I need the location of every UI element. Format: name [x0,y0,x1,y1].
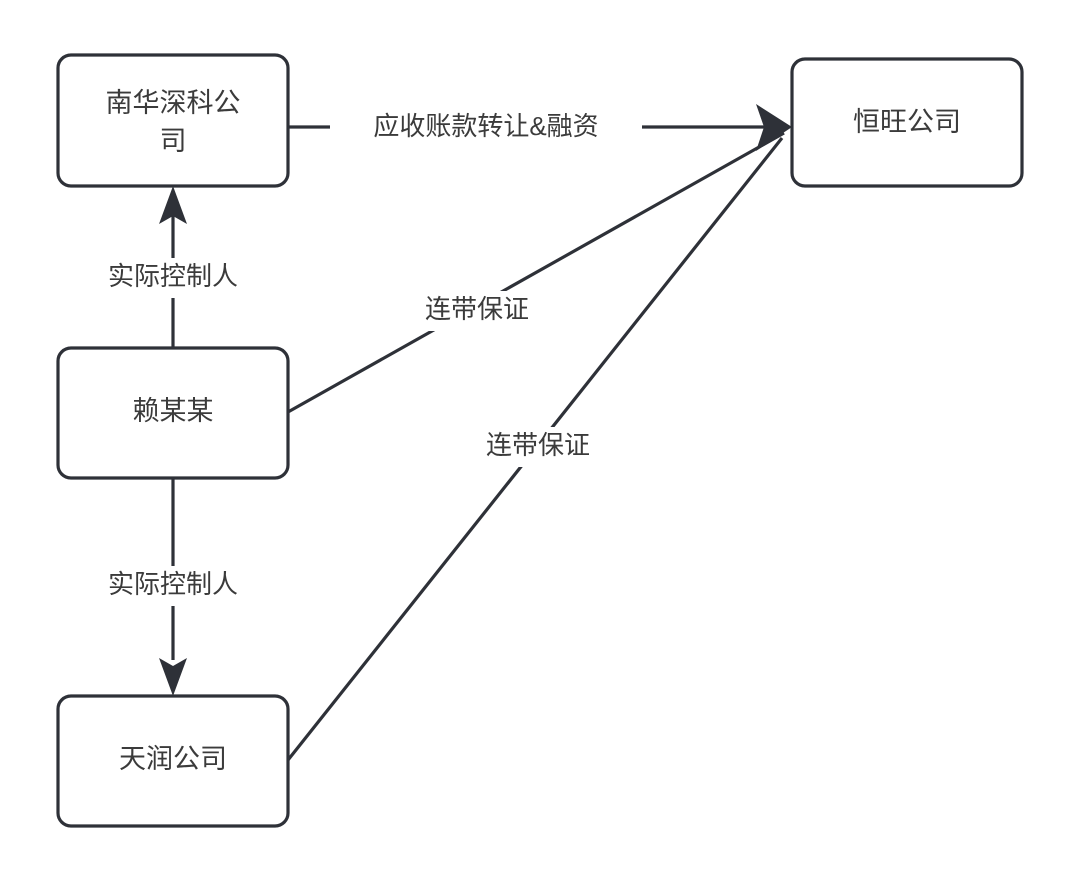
node-tianrun-company[interactable]: 天润公司 [56,694,290,828]
edge-label-text: 连带保证 [425,294,529,324]
node-box[interactable] [56,694,290,828]
edge-label-text: 应收账款转让&融资 [373,111,598,141]
node-lai-moumou-person[interactable]: 赖某某 [56,346,290,480]
node-label: 恒旺公司 [853,107,961,137]
node-label: 天润公司 [119,744,227,774]
edge-label-tianrun-hengwang: 连带保证 [466,427,610,467]
edge-label-nanhua-hengwang: 应收账款转让&融资 [330,108,642,148]
node-hengwang-company[interactable]: 恒旺公司 [790,57,1024,188]
edge-label-lai-tianrun: 实际控制人 [92,566,254,606]
node-box[interactable] [790,57,1024,188]
edge-label-bg [466,427,610,467]
node-nanhua-shenke-company[interactable]: 南华深科公 司 [56,53,290,188]
edge-line-lai-hengwang [287,131,785,414]
edge-lai-to-hengwang [287,131,785,414]
node-label: 赖某某 [133,396,214,426]
edge-label-bg [92,258,254,298]
edge-label-bg [92,566,254,606]
edge-label-text: 实际控制人 [108,261,238,291]
edge-label-bg [405,291,549,331]
edge-label-lai-hengwang: 连带保证 [405,291,549,331]
edge-label-text: 连带保证 [486,430,590,460]
node-label-line-1: 南华深科公 [106,88,241,118]
arrowhead-into-nanhua [159,186,187,224]
edge-label-lai-nanhua: 实际控制人 [92,258,254,298]
arrowhead-into-hengwang [756,104,792,151]
node-box[interactable] [56,53,290,188]
edge-label-bg [330,108,642,148]
edge-label-text: 实际控制人 [108,569,238,599]
arrowhead-into-tianrun [159,658,187,696]
node-label-line-2: 司 [160,126,187,156]
node-box[interactable] [56,346,290,480]
